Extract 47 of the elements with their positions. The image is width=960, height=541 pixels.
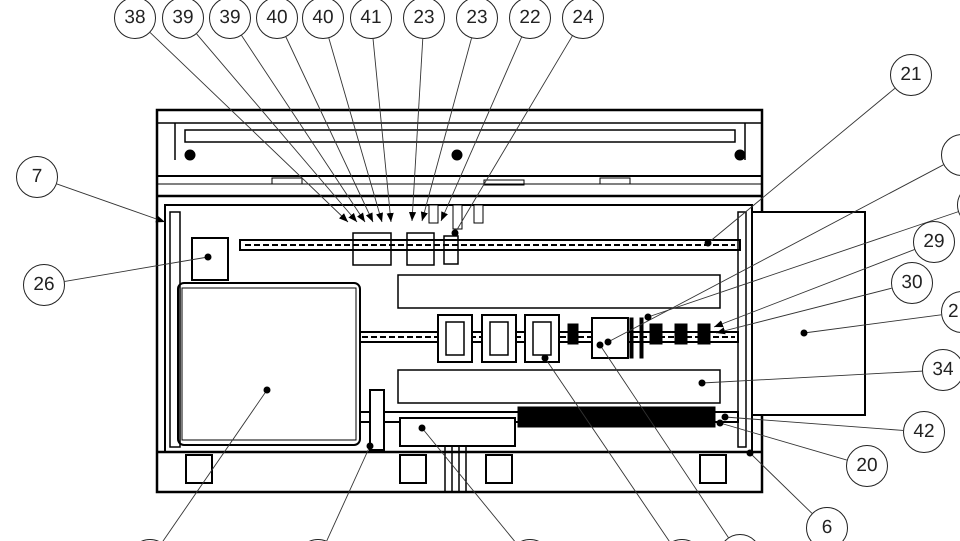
callout-number: 29 [913, 221, 955, 263]
callout-number: 34 [922, 349, 960, 391]
leader-line [644, 211, 959, 320]
callout-number: 2 [941, 291, 960, 333]
callout-number: 40 [302, 0, 344, 39]
leader-line [800, 314, 942, 336]
leader-line [596, 342, 729, 538]
leader-line [326, 442, 374, 541]
leader-line [56, 184, 166, 222]
callout-number: 38 [114, 0, 156, 39]
leader-line [716, 420, 848, 461]
callout-number: 41 [350, 0, 392, 39]
callout-number: 40 [256, 0, 298, 39]
leader-line [161, 386, 270, 541]
leader-line [714, 249, 915, 328]
callout-number: 7 [16, 156, 58, 198]
callout-number: 20 [846, 445, 888, 487]
leader-line [604, 164, 944, 346]
leader-line [722, 414, 904, 431]
callout-number: 6 [806, 507, 848, 541]
leader-line [150, 32, 348, 222]
leader-line [716, 288, 892, 334]
leader-line [418, 424, 518, 541]
leader-line [286, 36, 374, 222]
callout-number: 39 [209, 0, 251, 39]
leader-line [64, 254, 212, 282]
callout-number: 26 [23, 264, 65, 306]
callout-number: 42 [903, 411, 945, 453]
leader-line [372, 38, 394, 222]
leader-line [408, 38, 424, 222]
leader-line [440, 36, 522, 222]
leader-line [241, 35, 366, 222]
callout-number: 22 [509, 0, 551, 39]
leader-line [328, 38, 383, 222]
callout-number: 21 [890, 54, 932, 96]
leader-line [196, 34, 358, 222]
leader-line [746, 450, 812, 514]
callout-number: 24 [562, 0, 604, 39]
callout-number: 39 [162, 0, 204, 39]
leader-line [452, 36, 573, 236]
leader-line [704, 88, 896, 246]
callout-number: 30 [891, 262, 933, 304]
callout-number: 23 [456, 0, 498, 39]
callout-number: 23 [403, 0, 445, 39]
leader-line [420, 38, 472, 222]
leader-line [698, 370, 922, 386]
leader-line [542, 354, 671, 541]
